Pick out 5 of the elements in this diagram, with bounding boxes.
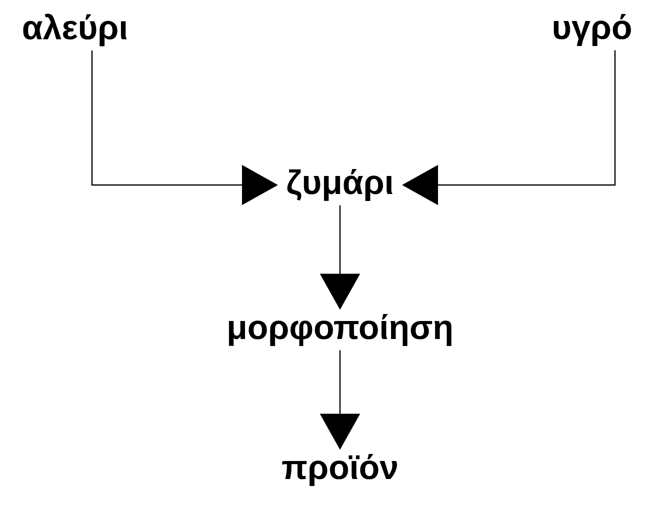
node-label: αλεύρι bbox=[23, 14, 127, 46]
node-label: υγρό bbox=[554, 14, 631, 46]
node-label: ζυμάρι bbox=[287, 168, 393, 202]
node-label: προϊόν bbox=[282, 454, 397, 486]
node-label: μορφοποίηση bbox=[228, 314, 452, 346]
